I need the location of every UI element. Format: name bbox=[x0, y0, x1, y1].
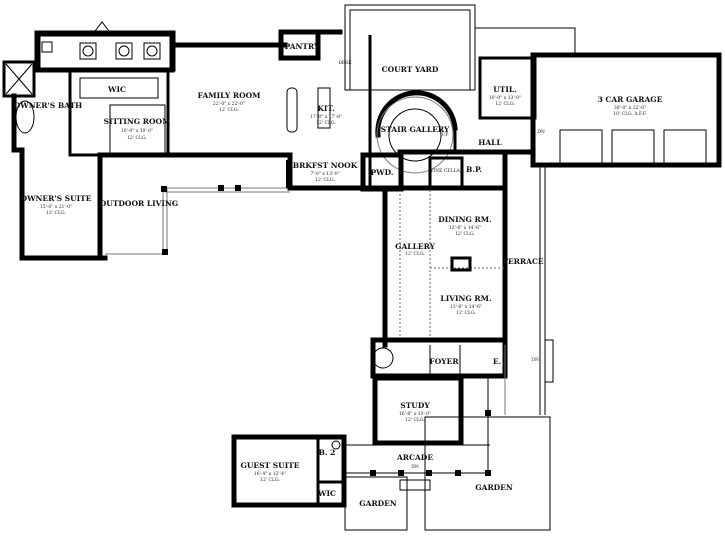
brkfst-nook-label: BRKFST NOOK bbox=[293, 161, 358, 170]
living-dims: 13'-8" x 14'-6" bbox=[450, 304, 482, 310]
pantry-label: PANTRY bbox=[285, 42, 320, 51]
terrace-label: TERRACE bbox=[502, 257, 544, 266]
spiral-stair bbox=[375, 90, 458, 174]
room-labels: OWNER'S BATH WIC SITTING ROOM 10'-0" x 1… bbox=[14, 42, 663, 508]
terrace bbox=[504, 165, 554, 415]
util-dims: 10'-0" x 13'-0" bbox=[489, 95, 521, 101]
hall-label: HALL bbox=[478, 138, 502, 147]
desk-label: DESK bbox=[338, 60, 352, 66]
living-ceiling: 12' CLG. bbox=[456, 310, 476, 316]
family-room-dims: 22'-0" x 22'-0" bbox=[213, 101, 245, 107]
outdoor-living-label: OUTDOOR LIVING bbox=[100, 199, 178, 208]
kitchen-dims: 17'-0" x 17'-8" bbox=[310, 114, 342, 120]
court-yard bbox=[344, 4, 576, 91]
dining-label: DINING RM. bbox=[438, 215, 491, 224]
garage-label: 3 CAR GARAGE bbox=[598, 95, 663, 104]
guest-wic-label: WIC bbox=[317, 489, 336, 498]
family-room-ceiling: 12' CLG. bbox=[219, 107, 239, 113]
foyer-label: FOYER bbox=[429, 357, 459, 366]
gallery-label: GALLERY bbox=[395, 242, 435, 251]
terrace-dn-label: DN bbox=[531, 357, 539, 363]
stair-up-label: UP bbox=[442, 132, 449, 138]
util-label: UTIL. bbox=[493, 85, 517, 94]
sitting-room-dims: 10'-0" x 10'-0" bbox=[121, 128, 153, 134]
family-room-label: FAMILY ROOM bbox=[198, 91, 261, 100]
bp-label: B.P. bbox=[466, 165, 482, 174]
dining-ceiling: 12' CLG. bbox=[455, 231, 475, 237]
guest-suite-dims: 16'-4" x 13'-4" bbox=[254, 471, 286, 477]
guest-suite-label: GUEST SUITE bbox=[240, 461, 299, 470]
south-wing bbox=[231, 375, 551, 531]
garage-dims: 38'-0" x 22'-0" bbox=[614, 105, 646, 111]
entry-label: E. bbox=[493, 357, 501, 366]
garden-right-label: GARDEN bbox=[475, 483, 513, 492]
owners-wing bbox=[2, 21, 293, 261]
owners-suite-dims: 15'-0" x 21'-0" bbox=[40, 204, 72, 210]
gallery-ceiling: 12' CLG. bbox=[405, 251, 425, 257]
stair-gallery-label: STAIR GALLERY bbox=[381, 125, 450, 134]
owner-wic-label: WIC bbox=[107, 85, 126, 94]
owners-suite-ceiling: 12' CLG. bbox=[46, 210, 66, 216]
wine-cellar-label: WINE CELLAR bbox=[429, 168, 464, 174]
court-yard-label: COURT YARD bbox=[382, 65, 439, 74]
garage-dn-label: DN bbox=[537, 129, 545, 135]
owners-suite-label: OWNER'S SUITE bbox=[21, 194, 92, 203]
study-ceiling: 12' CLG. bbox=[405, 417, 425, 423]
kitchen-label: KIT. bbox=[317, 104, 334, 113]
sitting-room-ceiling: 12' CLG. bbox=[127, 135, 147, 141]
brkfst-nook-ceiling: 12' CLG. bbox=[315, 177, 335, 183]
study-dims: 16'-8" x 13'-0" bbox=[399, 411, 431, 417]
dining-dims: 13'-8" x 14'-6" bbox=[449, 225, 481, 231]
pwd-label: PWD. bbox=[371, 168, 394, 177]
bath2-label: B. 2 bbox=[319, 448, 336, 457]
kitchen-wing bbox=[278, 29, 373, 191]
owners-bath-label: OWNER'S BATH bbox=[14, 101, 83, 110]
arcade-dn-label: DN bbox=[411, 464, 419, 470]
arcade-label: ARCADE bbox=[396, 453, 433, 462]
brkfst-nook-dims: 7'-0" x 13'-0" bbox=[310, 171, 339, 177]
study-label: STUDY bbox=[400, 401, 430, 410]
guest-suite-ceiling: 12' CLG. bbox=[260, 477, 280, 483]
garden-left-label: GARDEN bbox=[359, 499, 397, 508]
util-ceiling: 12' CLG. bbox=[495, 101, 515, 107]
garage-ceiling: 10' CLG. A.F.F. bbox=[613, 111, 647, 117]
central-block bbox=[360, 149, 508, 446]
kitchen-ceiling: 12' CLG. bbox=[316, 120, 336, 126]
sitting-room-label: SITTING ROOM bbox=[104, 117, 171, 126]
garage-wing bbox=[397, 52, 722, 168]
living-label: LIVING RM. bbox=[440, 294, 491, 303]
